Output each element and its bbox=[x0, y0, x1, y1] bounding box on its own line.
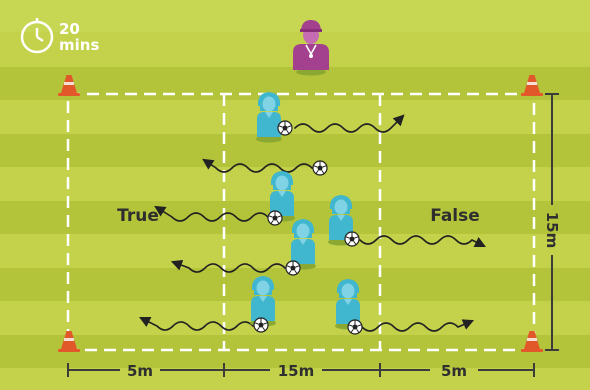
ball-6 bbox=[253, 317, 269, 333]
ball-2 bbox=[312, 160, 328, 176]
pitch-markings bbox=[66, 92, 536, 352]
vertical-dimension bbox=[545, 93, 559, 351]
dribble-path-3 bbox=[154, 205, 269, 222]
ball-1 bbox=[277, 120, 293, 136]
timer-value: 20 bbox=[59, 20, 80, 38]
dribble-path-1 bbox=[294, 114, 405, 133]
dimension-left-label: 5m bbox=[127, 362, 153, 380]
ball-5 bbox=[285, 260, 301, 276]
dimension-right-label: 5m bbox=[441, 362, 467, 380]
ball-7 bbox=[347, 319, 363, 335]
horizontal-dimensions bbox=[67, 363, 535, 377]
dimension-middle-label: 15m bbox=[278, 362, 315, 380]
false-zone-label: False bbox=[430, 206, 480, 226]
stopwatch-icon bbox=[20, 18, 54, 54]
dribble-path-5 bbox=[170, 259, 286, 273]
timer-unit: mins bbox=[59, 36, 99, 54]
player-1 bbox=[256, 92, 282, 143]
dribble-path-4 bbox=[359, 235, 487, 248]
dribble-paths bbox=[138, 114, 487, 332]
true-zone-label: True bbox=[117, 206, 159, 226]
ball-4 bbox=[344, 231, 360, 247]
dribble-path-6 bbox=[138, 316, 254, 331]
dribble-path-7 bbox=[361, 319, 475, 332]
coach-icon bbox=[293, 20, 329, 76]
dimension-vertical-label: 15m bbox=[543, 212, 561, 249]
ball-3 bbox=[267, 210, 283, 226]
dribble-path-2 bbox=[202, 158, 313, 173]
